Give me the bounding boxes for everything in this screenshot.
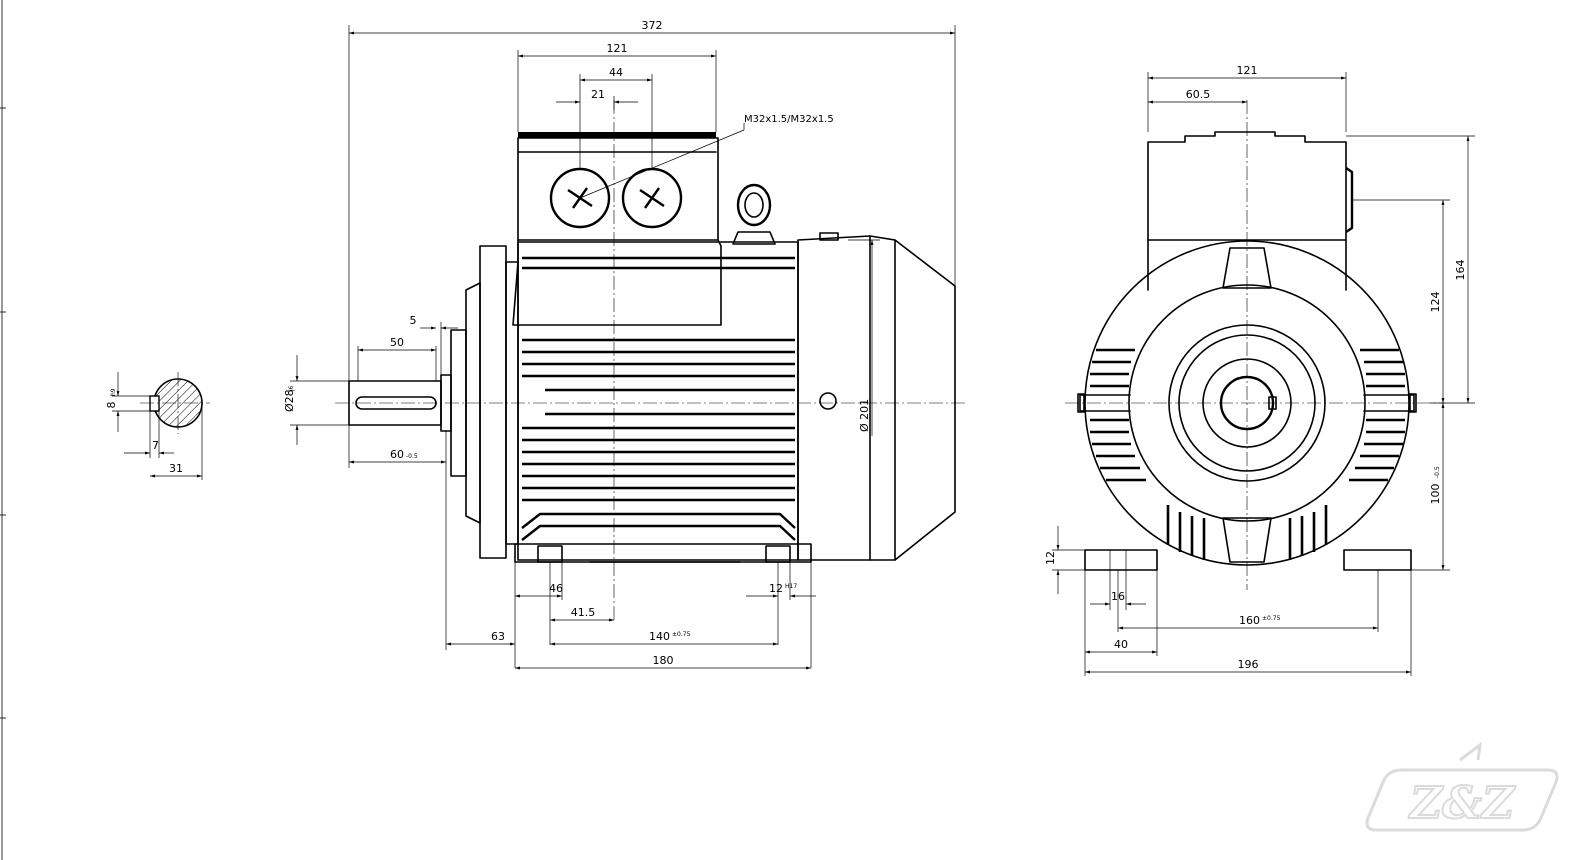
gland-callout-label: M32x1.5/M32x1.5 [744,114,834,125]
frame-diameter-label: Ø 201 [858,399,871,432]
border-ticks [0,0,6,860]
terminal-box-length-label: 121 [607,42,628,55]
foot-spacing-label: 140 [649,630,670,643]
key-depth-label: 7 [152,439,159,452]
shaft-section-view: 8 h9 7 31 [105,372,210,480]
shaft-diameter-label: Ø28 [283,389,296,412]
overall-height-label: 164 [1454,260,1467,281]
overall-width-label: 196 [1238,658,1259,671]
foot-hole-spacing-tol: ±0.75 [1262,615,1281,622]
front-view [1065,100,1445,590]
box-above-axis-label: 124 [1429,292,1442,313]
foot-hole-label: 12 [769,582,783,595]
base-length-label: 180 [653,654,674,667]
foot-thickness-label: 12 [1044,551,1057,565]
foot-width-label: 46 [549,582,563,595]
shaft-height-label: 100 [1429,484,1442,505]
front-fins [1090,348,1405,560]
side-view-dimensions: 372 121 44 21 M32x1.5/M32x1.5 50 5 60 [283,19,956,670]
foot-offset-label: 41.5 [571,606,596,619]
shaft-length-label: 60 [390,448,404,461]
section-height-label: 31 [169,462,183,475]
shaft-key-length-label: 50 [390,336,404,349]
cooling-fins [521,256,796,541]
gland-offset-label: 21 [591,88,605,101]
foot-hole-tol: H17 [785,583,797,590]
key-width-label: 8 [105,402,118,409]
gland-spacing-label: 44 [609,66,623,79]
foot-edge-label: 40 [1114,638,1128,651]
svg-text:Z&Z: Z&Z [1408,778,1516,829]
shaft-height-tol: -0.5 [1434,466,1441,478]
brand-logo: Z&Z [1365,741,1559,832]
box-half-width-label: 60.5 [1186,88,1211,101]
foot-spacing-tol: ±0.75 [672,631,691,638]
shaft-diameter-tol: j6 [288,385,295,392]
shaft-length-tol: -0.5 [406,453,418,460]
front-view-dimensions: 121 60.5 164 124 100 -0.5 12 16 160 [1044,64,1475,676]
box-width-label: 121 [1237,64,1258,77]
key-offset-label: 5 [410,314,417,327]
shoulder-to-foot-label: 63 [491,630,505,643]
overall-length-label: 372 [642,19,663,32]
side-view [335,100,965,620]
foot-hole-spacing-label: 160 [1239,614,1260,627]
key-width-tol: h9 [110,388,117,396]
